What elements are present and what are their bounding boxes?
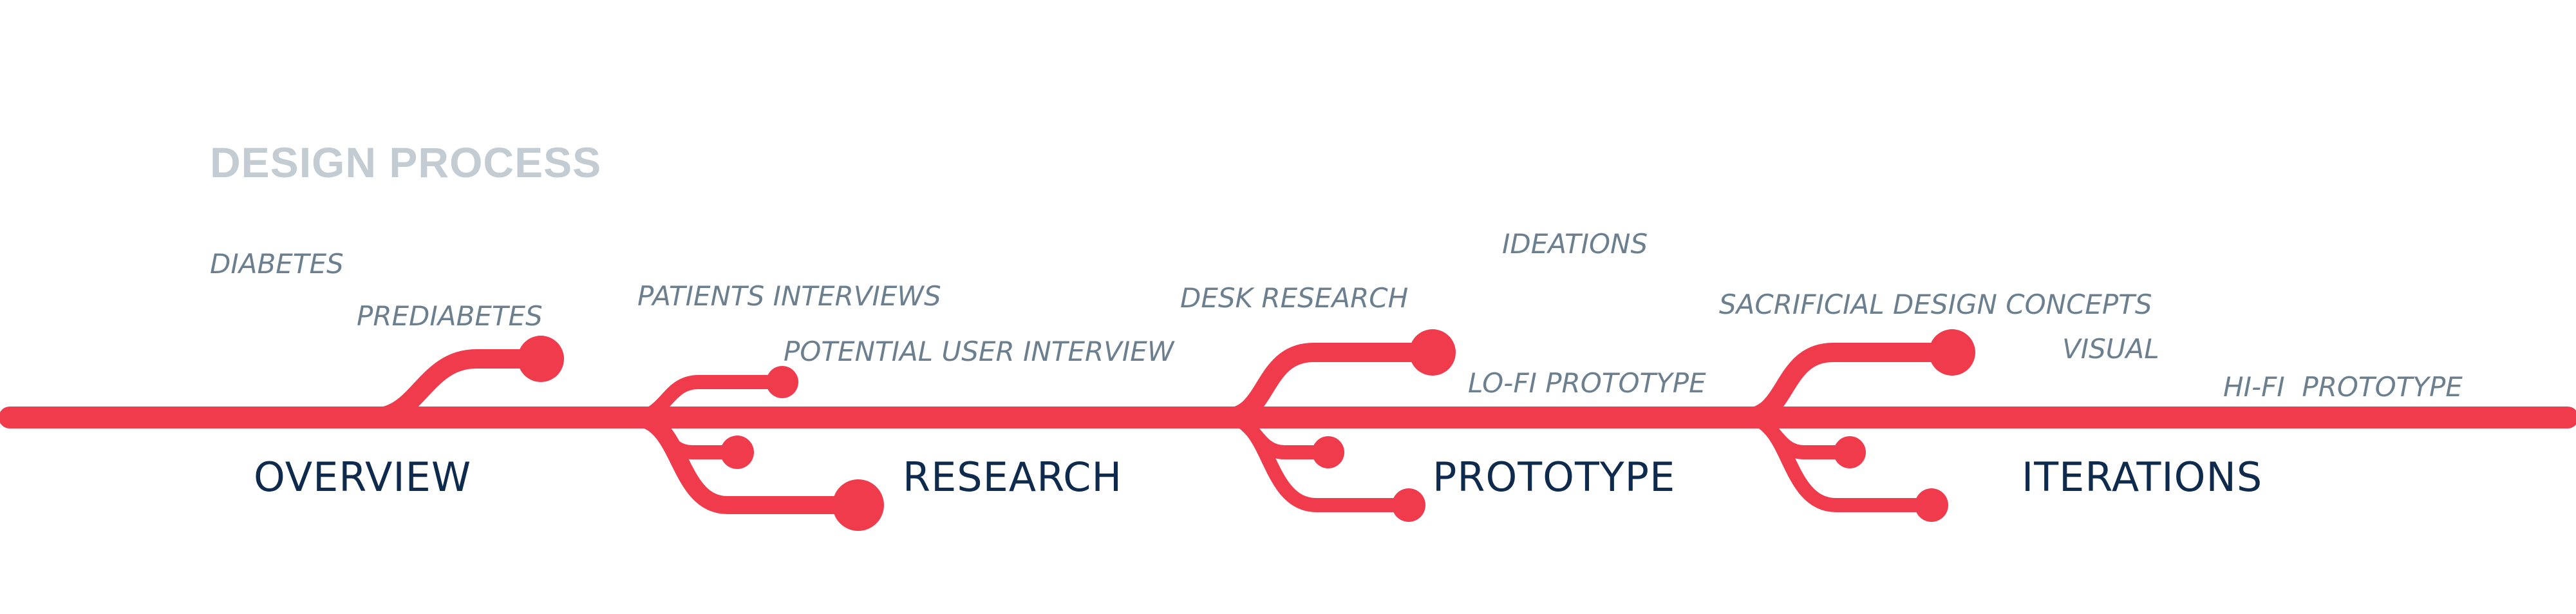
node-iterations-mid	[1834, 436, 1866, 468]
label-diabetes: DIABETES	[210, 248, 344, 280]
branch-research-down	[625, 408, 867, 514]
node-prototype-up	[1409, 329, 1456, 376]
branch-overview-up	[364, 349, 550, 427]
node-prototype-mid	[1312, 436, 1344, 468]
node-overview-up	[518, 336, 564, 382]
label-prediabetes: PREDIABETES	[357, 300, 543, 332]
phase-iterations: ITERATIONS	[2022, 454, 2262, 501]
node-research-up	[766, 366, 798, 398]
phase-research: RESEARCH	[903, 454, 1122, 501]
label-desk-research: DESK RESEARCH	[1180, 282, 1408, 314]
node-iterations-up	[1929, 329, 1975, 376]
label-lo-fi-prototype: LO-FI PROTOTYPE	[1468, 367, 1706, 399]
node-iterations-down	[1915, 488, 1948, 522]
branch-prototype-down	[1219, 410, 1416, 512]
phase-prototype: PROTOTYPE	[1433, 454, 1675, 501]
diagram-title: DESIGN PROCESS	[210, 139, 601, 186]
label-potential-user-interview: POTENTIAL USER INTERVIEW	[784, 336, 1175, 367]
phase-overview: OVERVIEW	[254, 454, 471, 501]
node-research-down	[832, 479, 884, 531]
label-sacrificial-design-concepts: SACRIFICIAL DESIGN CONCEPTS	[1719, 289, 2152, 320]
label-visual: VISUAL	[2062, 333, 2159, 365]
label-patients-interviews: PATIENTS INTERVIEWS	[637, 280, 941, 312]
label-hi-fi-prototype: HI-FI PROTOTYPE	[2223, 371, 2463, 403]
branch-iterations-down	[1739, 410, 1939, 512]
node-research-mid	[720, 436, 754, 469]
node-prototype-down	[1392, 488, 1425, 522]
label-ideations: IDEATIONS	[1502, 228, 1648, 260]
